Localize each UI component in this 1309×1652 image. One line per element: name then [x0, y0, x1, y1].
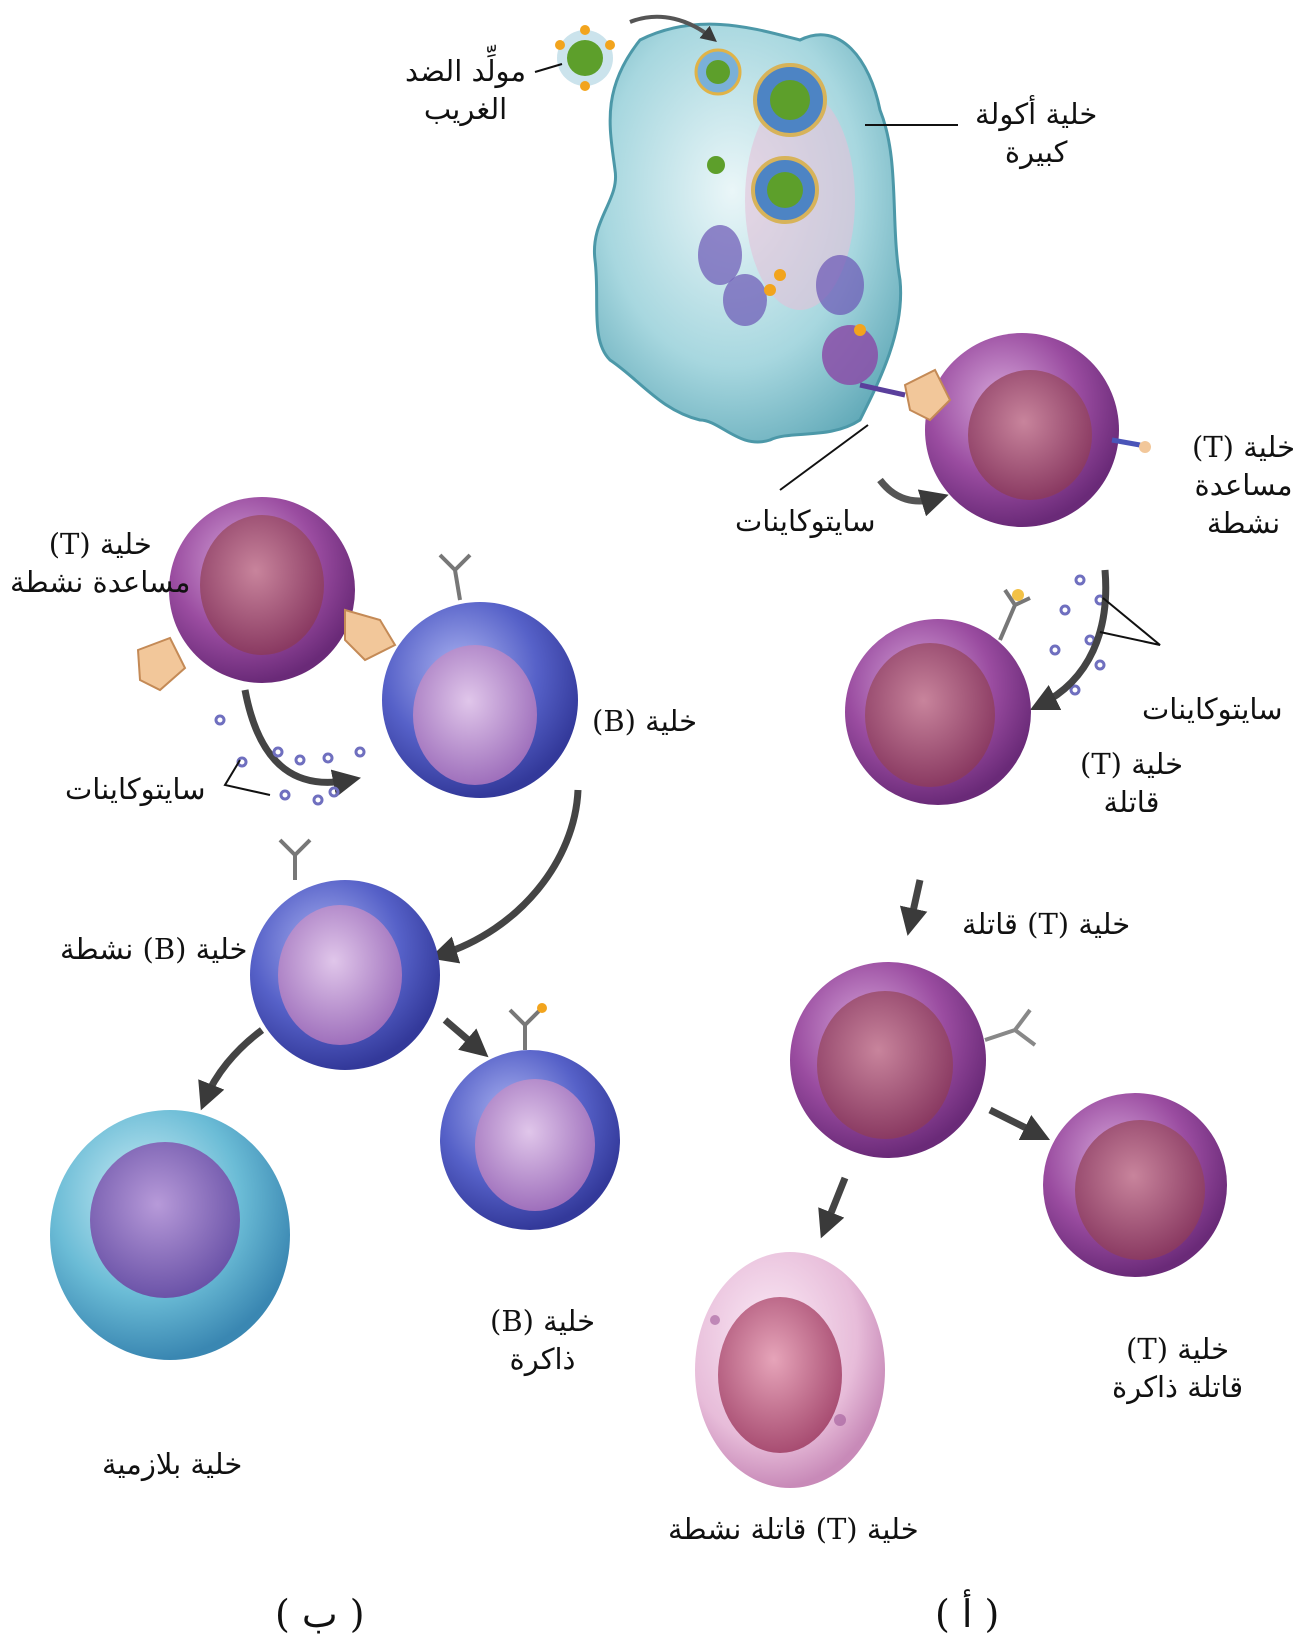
memory-b-cell-label: خلية (B)ذاكرة	[490, 1302, 595, 1378]
active-to-plasma-arrow	[205, 1030, 262, 1100]
killer-t-cell-2	[790, 962, 1035, 1158]
killer-t-1-label: خلية (T)قاتلة	[1080, 745, 1183, 821]
killer-t-cell-1	[845, 589, 1031, 805]
cytokines-left-leader-line	[225, 760, 270, 795]
panel-b-label: ( ب )	[275, 1592, 365, 1636]
active-killer-t-label: خلية (T) قاتلة نشطة	[668, 1510, 919, 1548]
helper-t-active-b-label: خلية (T)مساعدة نشطة	[10, 525, 190, 601]
killer2-to-active-arrow	[825, 1178, 845, 1228]
active-to-memory-b-arrow	[445, 1020, 480, 1050]
killer2-to-memory-arrow	[990, 1110, 1040, 1135]
cytokines-right-label: سايتوكاينات	[1142, 690, 1283, 728]
b-cell	[382, 555, 578, 798]
cytokines-right-leader-line	[1100, 598, 1160, 645]
killer1-to-killer2-arrow	[910, 880, 920, 925]
antigen-leader-line	[535, 64, 562, 72]
plasma-cell-label: خلية بلازمية	[102, 1445, 242, 1483]
bcell-to-active-arrow	[440, 790, 578, 955]
panel-a-label: ( أ )	[935, 1592, 999, 1636]
antigen-particle	[555, 25, 615, 91]
cytokines-left-label: سايتوكاينات	[65, 770, 206, 808]
memory-killer-t-label: خلية (T)قاتلة ذاكرة	[1112, 1330, 1243, 1406]
helper-to-killer-arrow	[1040, 570, 1106, 705]
cytokines-top-label: سايتوكاينات	[735, 502, 876, 540]
memory-killer-t-cell	[1043, 1093, 1227, 1277]
macrophage-to-helper-arrow	[880, 480, 938, 501]
active-b-cell-label: خلية (B) نشطة	[60, 930, 247, 968]
macrophage-cell	[594, 24, 900, 442]
helper-to-bcell-arrow	[245, 690, 350, 782]
plasma-cell	[50, 1110, 290, 1360]
b-cell-label: خلية (B)	[592, 702, 697, 740]
cytokines-left-dots	[216, 716, 364, 804]
active-b-cell	[250, 840, 440, 1070]
killer-t-2-label: خلية (T) قاتلة	[962, 905, 1130, 943]
active-killer-t-cell	[695, 1252, 885, 1488]
